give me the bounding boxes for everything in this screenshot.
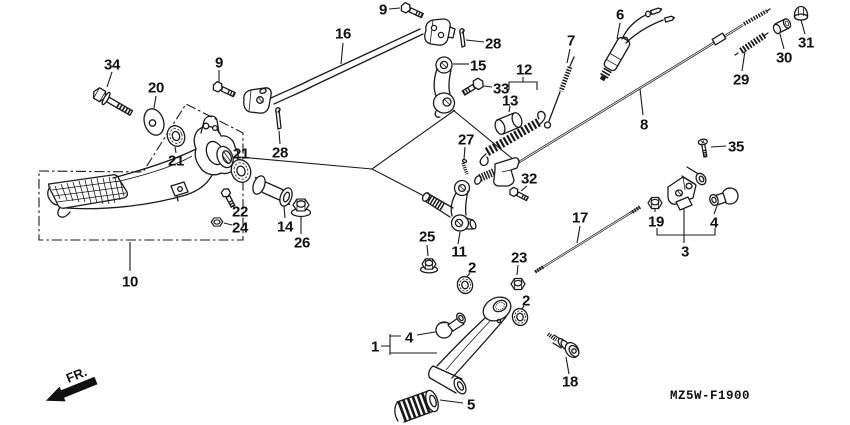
part-label-5: 5 [467,396,475,413]
part-label-1: 1 [371,338,379,355]
part-label-4-lower: 4 [405,329,414,346]
part-label-6: 6 [616,6,624,23]
bolt-22 [220,188,236,208]
part-label-27: 27 [458,131,474,148]
part-label-2-lower: 2 [522,292,530,309]
bolt-32 [509,186,529,202]
part-label-21-right: 21 [233,145,249,162]
part-label-12: 12 [516,61,532,78]
cap-nut-31 [793,5,809,21]
part-label-28-left: 28 [272,144,288,161]
bolt-9-top [400,2,424,19]
part-label-19: 19 [648,213,664,230]
return-spring-12 [479,110,546,167]
part-label-21-left: 21 [168,152,184,169]
seal-2-lower [511,307,529,327]
stoplight-switch-6 [599,7,675,82]
brake-rod-8 [510,8,771,169]
clamp-bracket-3 [667,166,707,211]
spindle-arm-11 [421,179,477,232]
ball-joint-4-right [709,187,739,207]
part-label-31: 31 [798,34,814,51]
part-label-32: 32 [521,170,537,187]
nut-25 [419,258,439,274]
part-label-29: 29 [733,71,749,88]
cotter-pin-28-top [459,28,466,48]
part-label-9-top: 9 [379,1,387,18]
part-label-8: 8 [640,116,648,133]
bolt-9-left [212,81,236,98]
nut-24 [210,217,224,227]
nut-26 [290,198,312,218]
fr-label: FR. [64,364,89,386]
brake-pedal-10 [47,115,239,218]
ball-joint-4-lower [435,312,466,339]
collar-13 [494,112,523,135]
part-label-35: 35 [728,138,744,155]
part-label-9-left: 9 [215,54,223,71]
washer-20 [143,108,165,136]
gearshift-arm-1 [428,296,512,395]
part-label-26: 26 [294,234,310,251]
part-label-22: 22 [232,203,248,220]
part-label-25: 25 [419,228,435,245]
rod-17 [534,205,641,274]
leader-lines [106,7,806,404]
dust-seal-21-left [166,125,186,147]
stud-bolt-18 [546,332,580,359]
part-label-10: 10 [122,273,138,290]
part-label-20: 20 [148,79,164,96]
part-label-2-upper: 2 [468,259,476,276]
part-label-4-right: 4 [710,214,719,231]
dust-seal-21-right [230,159,252,183]
part-label-28-top: 28 [485,35,501,52]
part-label-7: 7 [567,32,575,49]
part-label-15: 15 [470,57,486,74]
link-15 [432,56,456,118]
part-label-24: 24 [232,219,249,236]
pedal-rubber-5 [394,389,439,423]
part-label-17: 17 [572,209,588,226]
nut-19 [647,196,663,210]
part-label-34: 34 [104,56,121,73]
nut-23 [510,277,526,291]
part-label-16: 16 [335,25,351,42]
part-label-23: 23 [511,249,527,266]
part-label-18: 18 [562,373,578,390]
bolt-34 [92,87,134,116]
part-label-3: 3 [681,243,689,260]
part-label-11: 11 [451,243,466,260]
assembly-boundary-box [38,103,244,241]
collar-14 [252,175,293,207]
bolt-33 [461,77,484,96]
part-label-30: 30 [776,49,792,66]
brake-rod-16 [243,18,456,114]
diagram-code: MZ5W-F1900 [670,389,750,403]
spring-29 [734,32,769,56]
pedal-pad-texture [51,176,127,205]
spring-pin-27 [461,158,469,175]
spring-7 [543,56,575,129]
fr-direction-arrow: FR. [45,364,98,402]
collar-30 [772,18,792,35]
cotter-pin-28-left [275,107,282,130]
part-label-14: 14 [277,218,294,235]
part-label-33: 33 [493,80,509,97]
spring-anchor-bracket [474,157,520,187]
part-label-13: 13 [502,92,518,109]
screw-35 [697,138,708,158]
arrow-icon [45,376,98,402]
seal-2-upper [456,275,474,295]
